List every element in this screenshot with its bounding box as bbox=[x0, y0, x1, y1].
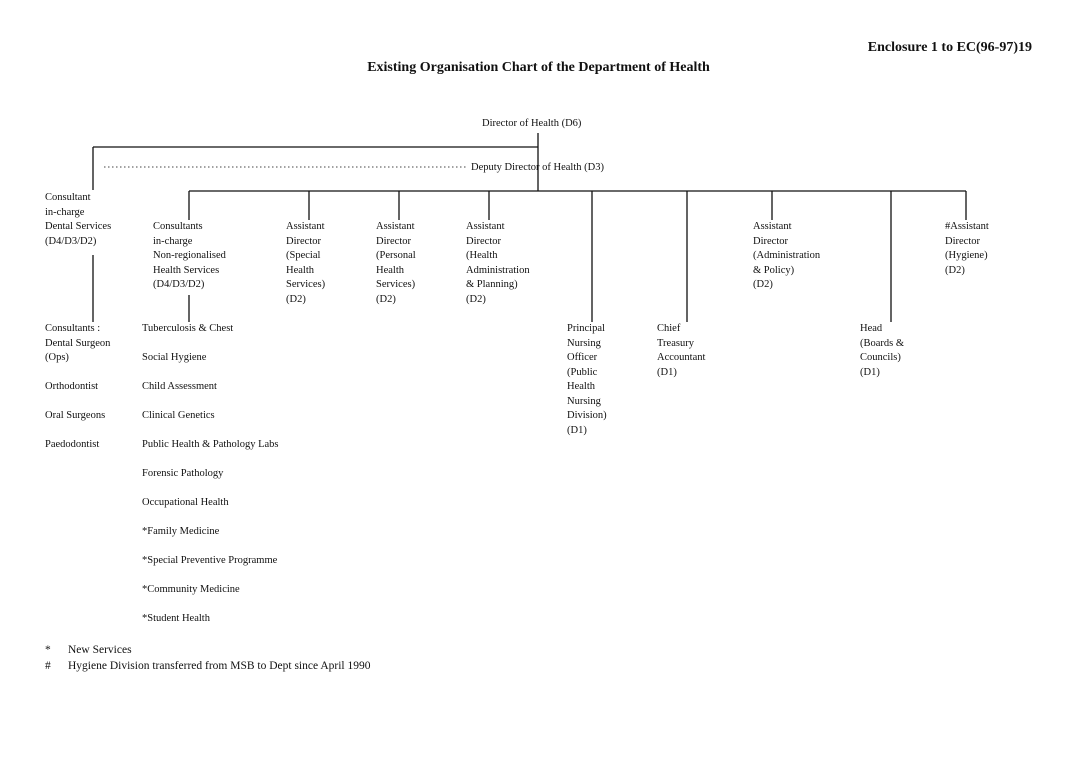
service-item: Social Hygiene bbox=[142, 352, 207, 363]
ad-health-administration-planning: Assistant Director (Health Administratio… bbox=[466, 221, 530, 305]
footnote-text: New Services bbox=[68, 644, 132, 656]
footnote-mark: * bbox=[45, 644, 51, 656]
page-title: Existing Organisation Chart of the Depar… bbox=[367, 60, 710, 75]
service-item: Public Health & Pathology Labs bbox=[142, 439, 279, 450]
deputy-director-box: Deputy Director of Health (D3) bbox=[471, 162, 604, 173]
service-item: *Student Health bbox=[142, 613, 210, 624]
ad-special-health-services: Assistant Director (Special Health Servi… bbox=[286, 221, 326, 305]
service-item: Clinical Genetics bbox=[142, 410, 215, 421]
head-boards-councils: Head (Boards & Councils) (D1) bbox=[860, 323, 905, 378]
dental-services-head: Consultant in-charge Dental Services (D4… bbox=[45, 192, 112, 247]
dental-staff-item: Orthodontist bbox=[45, 381, 99, 392]
service-item: Child Assessment bbox=[142, 381, 217, 392]
director-box: Director of Health (D6) bbox=[482, 118, 582, 129]
dental-staff-item: Consultants : Dental Surgeon (Ops) bbox=[45, 323, 111, 363]
ad-personal-health-services: Assistant Director (Personal Health Serv… bbox=[376, 221, 416, 305]
chief-treasury-accountant: Chief Treasury Accountant (D1) bbox=[657, 323, 706, 378]
principal-nursing-officer: Principal Nursing Officer (Public Health… bbox=[567, 323, 607, 436]
ad-hygiene: #Assistant Director (Hygiene) (D2) bbox=[945, 221, 989, 276]
enclosure-label: Enclosure 1 to EC(96-97)19 bbox=[867, 40, 1032, 55]
footnote-text: Hygiene Division transferred from MSB to… bbox=[68, 660, 371, 672]
dental-staff-item: Oral Surgeons bbox=[45, 410, 106, 421]
service-item: *Family Medicine bbox=[142, 526, 220, 537]
footnote-mark: # bbox=[45, 660, 51, 672]
service-item: *Special Preventive Programme bbox=[142, 555, 278, 566]
ad-administration-policy: Assistant Director (Administration & Pol… bbox=[753, 221, 821, 290]
service-item: Occupational Health bbox=[142, 497, 229, 508]
service-item: *Community Medicine bbox=[142, 584, 240, 595]
service-item: Forensic Pathology bbox=[142, 468, 224, 479]
non-regionalised-head: Consultants in-charge Non-regionalised H… bbox=[153, 221, 226, 290]
service-item: Tuberculosis & Chest bbox=[142, 323, 234, 334]
dental-staff-item: Paedodontist bbox=[45, 439, 100, 450]
